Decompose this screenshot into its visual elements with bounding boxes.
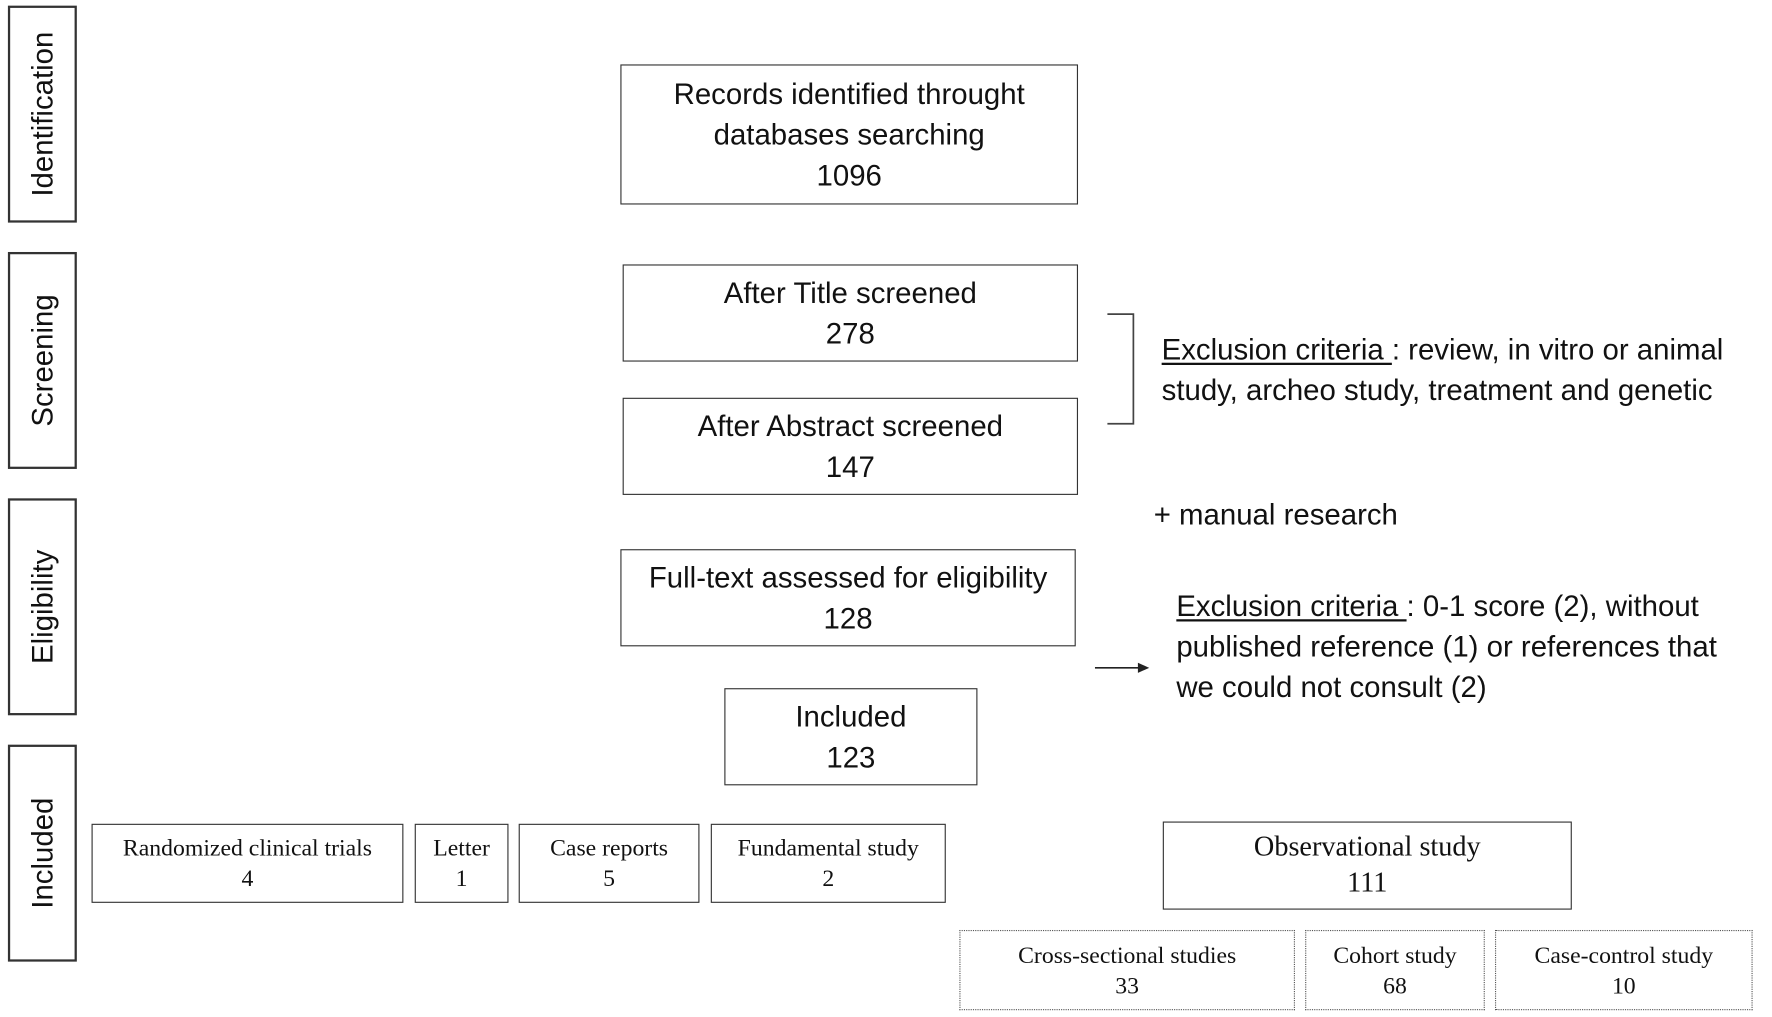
included-box: Included 123 <box>724 688 978 786</box>
observational-count: 111 <box>1347 867 1388 899</box>
cohort-study-box: Cohort study 68 <box>1305 929 1485 1011</box>
study-type-count: 4 <box>241 864 254 892</box>
observational-label: Observational study <box>1253 831 1481 863</box>
study-type-count: 2 <box>822 864 835 892</box>
exclusion-2-text1: : 0-1 score (2), without <box>1406 588 1699 623</box>
included-label: Included <box>795 699 907 734</box>
title-screened-count: 278 <box>825 316 875 351</box>
subtype-count: 10 <box>1611 971 1636 999</box>
exclusion-criteria-screening: Exclusion criteria : review, in vitro or… <box>1162 329 1772 410</box>
exclusion-1-heading: Exclusion criteria <box>1161 332 1392 367</box>
study-type-label: Case reports <box>550 833 669 862</box>
title-screened-box: After Title screened 278 <box>622 264 1079 362</box>
manual-research-note: + manual research <box>1153 497 1398 532</box>
phase-eligibility: Eligibility <box>7 498 77 716</box>
subtype-count: 68 <box>1383 971 1407 999</box>
cross-sectional-box: Cross-sectional studies 33 <box>959 929 1295 1011</box>
fulltext-count: 128 <box>823 601 873 636</box>
phase-screening: Screening <box>7 251 77 469</box>
exclusion-arrow-head <box>1137 662 1150 673</box>
records-count: 1096 <box>816 158 882 193</box>
abstract-screened-count: 147 <box>825 449 875 484</box>
study-type-count: 5 <box>603 864 616 892</box>
subtype-count: 33 <box>1115 971 1140 999</box>
study-type-case-reports-box: Case reports 5 <box>518 823 700 903</box>
study-type-fundamental-box: Fundamental study 2 <box>710 823 946 903</box>
subtype-label: Cohort study <box>1333 940 1457 968</box>
abstract-screened-label: After Abstract screened <box>697 409 1004 443</box>
fulltext-label: Full-text assessed for eligibility <box>648 560 1048 595</box>
subtype-label: Case-control study <box>1534 940 1714 968</box>
exclusion-2-heading: Exclusion criteria <box>1176 588 1407 623</box>
included-count: 123 <box>826 740 876 775</box>
study-type-count: 1 <box>455 864 468 892</box>
observational-study-box: Observational study 111 <box>1162 821 1572 910</box>
phase-included: Included <box>7 744 77 962</box>
records-identified-box: Records identified throught databases se… <box>620 64 1079 205</box>
records-line1: Records identified throught <box>673 76 1025 111</box>
screening-bracket <box>1107 313 1135 425</box>
fulltext-box: Full-text assessed for eligibility 128 <box>620 549 1076 647</box>
case-control-box: Case-control study 10 <box>1494 929 1753 1011</box>
subtype-label: Cross-sectional studies <box>1018 940 1237 968</box>
abstract-screened-box: After Abstract screened 147 <box>622 397 1079 495</box>
exclusion-2-text2: published reference (1) or references th… <box>1176 629 1717 664</box>
study-type-randomized-box: Randomized clinical trials 4 <box>91 823 404 903</box>
exclusion-1-line1: Exclusion criteria : review, in vitro or… <box>1162 329 1772 370</box>
exclusion-criteria-eligibility: Exclusion criteria : 0-1 score (2), with… <box>1176 585 1772 707</box>
exclusion-2-text3: we could not consult (2) <box>1176 670 1487 704</box>
exclusion-1-text1: : review, in vitro or animal <box>1391 332 1724 367</box>
study-type-label: Randomized clinical trials <box>122 833 373 862</box>
records-line2: databases searching <box>713 117 985 152</box>
study-type-letter-box: Letter 1 <box>414 823 509 903</box>
study-type-label: Letter <box>433 833 490 862</box>
study-type-label: Fundamental study <box>737 833 919 862</box>
exclusion-1-text2: study, archeo study, treatment and genet… <box>1161 372 1713 407</box>
phase-identification: Identification <box>7 5 77 223</box>
exclusion-2-line1: Exclusion criteria : 0-1 score (2), with… <box>1176 585 1772 626</box>
title-screened-label: After Title screened <box>723 275 977 310</box>
